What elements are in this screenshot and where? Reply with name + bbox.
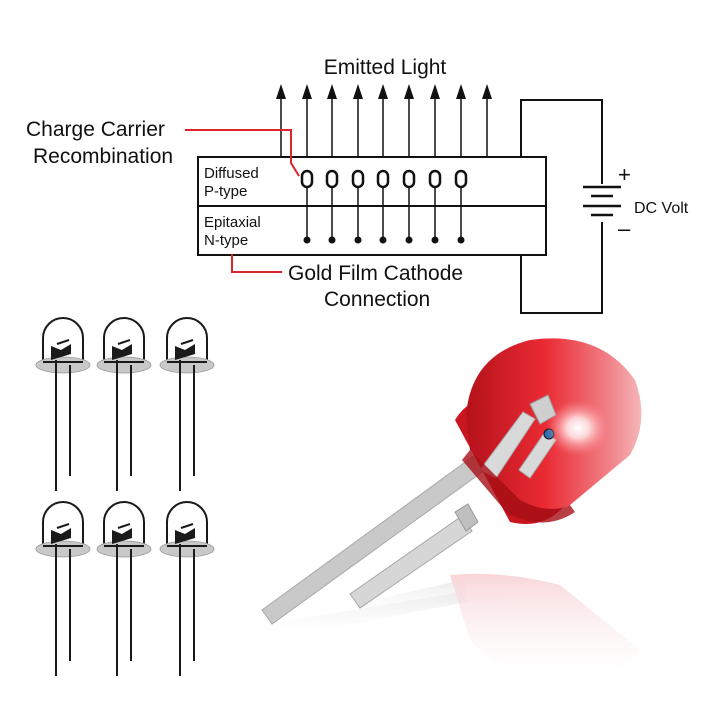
small-led-group: [35, 317, 215, 676]
led-junction-schematic: Emitted Light Diffused P-type Epitaxial …: [26, 56, 689, 314]
battery-symbol-icon: [583, 185, 621, 217]
minus-sign: –: [618, 216, 631, 241]
n-layer-label-line2: N-type: [204, 232, 248, 249]
carrier-pair: [376, 169, 390, 244]
p-layer-label-line1: Diffused: [204, 165, 259, 182]
emitted-light-label: Emitted Light: [324, 56, 447, 79]
circuit-wire-top: [520, 99, 603, 184]
light-arrow: [353, 84, 363, 157]
carrier-pair: [454, 169, 468, 244]
led-outline-icon: [159, 501, 215, 676]
carrier-pair: [325, 169, 339, 244]
p-layer-label-line2: P-type: [204, 183, 247, 200]
charge-carrier-label-line1: Charge Carrier: [26, 118, 165, 141]
circuit-wire-bottom: [520, 222, 603, 314]
cathode-leader-line: [231, 254, 282, 273]
red-led-icon: [261, 338, 642, 692]
led-outline-icon: [96, 501, 152, 676]
led-glow: [546, 400, 610, 456]
charge-carrier-label-line2: Recombination: [33, 145, 173, 168]
cathode-label-line2: Connection: [324, 288, 430, 311]
plus-sign: +: [618, 162, 631, 187]
led-outline-icon: [35, 501, 91, 676]
n-layer-label-line1: Epitaxial: [204, 214, 261, 231]
led-outline-icon: [159, 317, 215, 491]
led-reflection: [262, 573, 640, 692]
light-arrow: [276, 84, 286, 157]
cathode-lead: [349, 515, 473, 609]
carrier-pair: [300, 169, 314, 244]
carrier-pair: [402, 169, 416, 244]
light-arrow: [430, 84, 440, 157]
light-arrow: [404, 84, 414, 157]
charge-carrier-leader-line: [185, 129, 300, 177]
charge-carrier-pairs: [300, 169, 468, 244]
carrier-pair: [351, 169, 365, 244]
carrier-pair: [428, 169, 442, 244]
emitted-light-arrows: [276, 84, 492, 157]
dc-volt-label: DC Volt: [634, 200, 689, 217]
light-arrow: [327, 84, 337, 157]
light-arrow: [456, 84, 466, 157]
light-arrow: [302, 84, 312, 157]
led-outline-icon: [96, 317, 152, 491]
light-arrow: [482, 84, 492, 157]
led-outline-icon: [35, 317, 91, 491]
cathode-label-line1: Gold Film Cathode: [288, 262, 463, 285]
light-arrow: [378, 84, 388, 157]
